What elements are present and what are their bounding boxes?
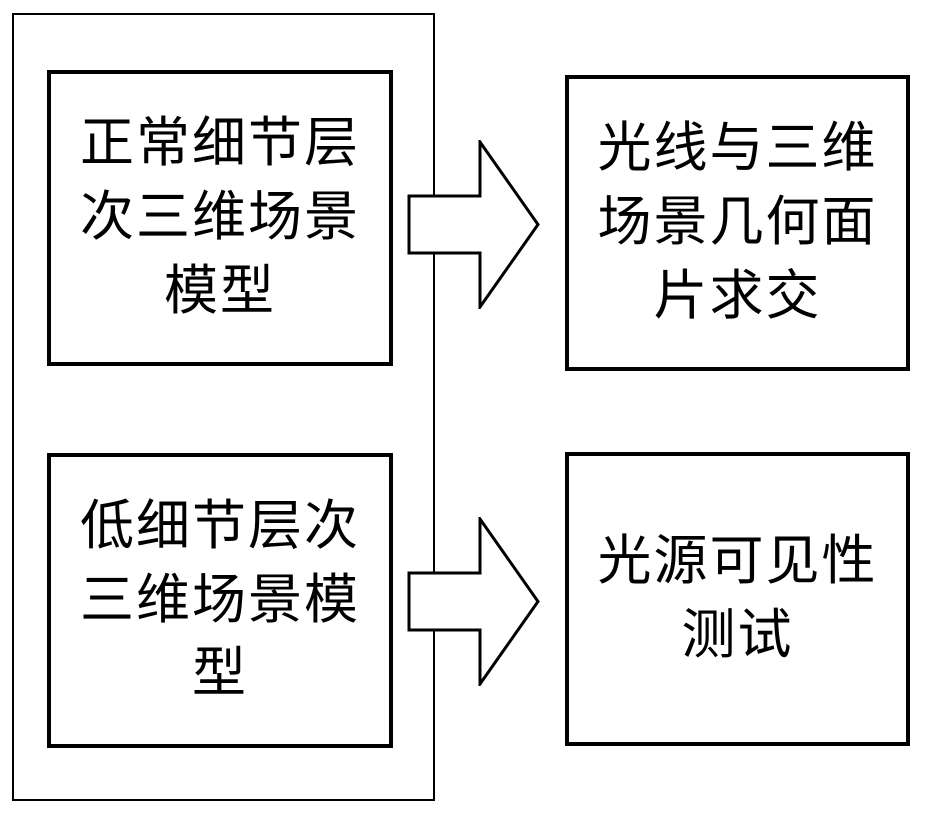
box-low-lod-scene-model: 低细节层次 三维场景模 型 <box>47 453 393 748</box>
box-light-source-visibility-test-label: 光源可见性 测试 <box>597 531 878 665</box>
block-arrow-bottom-icon <box>407 517 540 686</box>
box-ray-geometry-intersection: 光线与三维 场景几何面 片求交 <box>565 75 910 371</box>
box-low-lod-scene-model-label: 低细节层次 三维场景模 型 <box>80 495 360 704</box>
box-normal-lod-scene-model: 正常细节层 次三维场景 模型 <box>47 70 393 366</box>
block-arrow-top-icon <box>407 140 540 309</box>
box-normal-lod-scene-model-label: 正常细节层 次三维场景 模型 <box>80 113 360 321</box>
box-light-source-visibility-test: 光源可见性 测试 <box>565 452 910 746</box>
outer-container-box <box>12 13 435 801</box>
box-ray-geometry-intersection-label: 光线与三维 场景几何面 片求交 <box>597 118 878 326</box>
